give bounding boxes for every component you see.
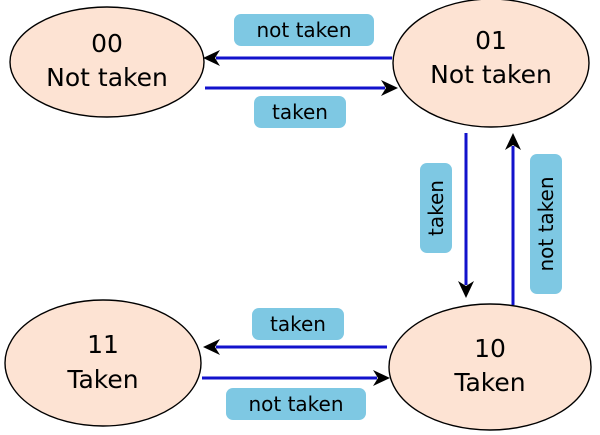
state-10-name: Taken	[453, 368, 525, 397]
state-11: 11 Taken	[4, 299, 202, 427]
label-00-to-01: taken	[254, 96, 346, 128]
edge-10-to-11	[203, 339, 387, 355]
label-01-to-00: not taken	[234, 14, 374, 46]
svg-text:not taken: not taken	[248, 392, 343, 416]
label-11-to-10: not taken	[226, 388, 366, 420]
edge-11-to-10	[202, 370, 390, 386]
state-11-code: 11	[87, 330, 119, 359]
state-00-name: Not taken	[46, 63, 168, 92]
edge-01-to-10	[458, 133, 474, 298]
state-01: 01 Not taken	[392, 0, 590, 128]
edge-00-to-01	[205, 80, 398, 96]
state-01-name: Not taken	[430, 60, 552, 89]
state-11-name: Taken	[66, 365, 138, 394]
edge-10-to-01	[505, 133, 521, 305]
state-10: 10 Taken	[388, 303, 592, 431]
label-10-to-11: taken	[252, 308, 344, 340]
svg-text:taken: taken	[270, 312, 326, 336]
svg-text:not taken: not taken	[534, 176, 558, 271]
svg-text:taken: taken	[424, 180, 448, 236]
state-00-code: 00	[91, 29, 123, 58]
state-01-code: 01	[475, 26, 507, 55]
state-10-code: 10	[474, 334, 506, 363]
edge-01-to-00	[203, 50, 392, 66]
svg-text:taken: taken	[272, 100, 328, 124]
label-10-to-01: not taken	[530, 154, 562, 294]
state-00: 00 Not taken	[9, 6, 205, 118]
label-01-to-10: taken	[420, 163, 452, 253]
svg-text:not taken: not taken	[256, 18, 351, 42]
